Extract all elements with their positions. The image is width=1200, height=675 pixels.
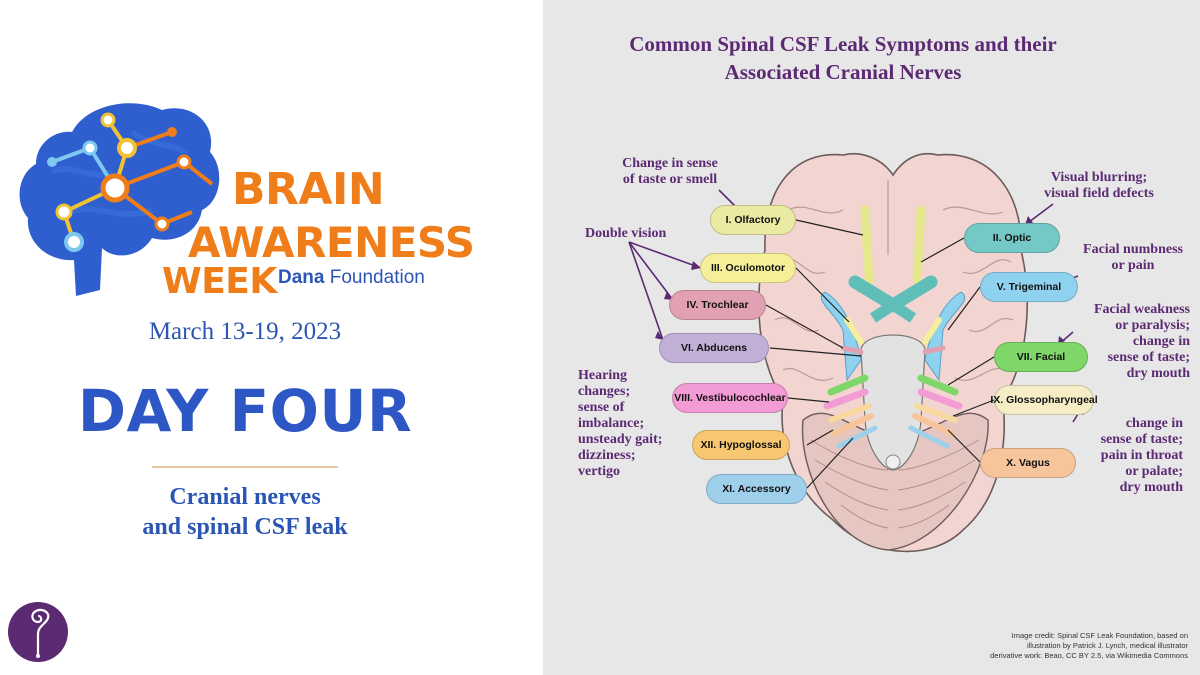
brain-word: BRAIN	[232, 164, 385, 215]
event-dates: March 13-19, 2023	[148, 318, 342, 345]
dana-foundation-wordmark: Dana Foundation	[278, 268, 425, 287]
spinal-csf-leak-foundation-logo	[8, 602, 68, 662]
divider	[152, 466, 338, 468]
symptom-line: sense of	[578, 400, 625, 415]
nerve-label-oculomotor: III. Oculomotor	[700, 253, 796, 283]
awareness-word: AWARENESS	[188, 218, 475, 267]
nerve-label-abducens: VI. Abducens	[659, 333, 769, 363]
diagram-panel: Common Spinal CSF Leak Symptoms and thei…	[543, 0, 1200, 675]
credit-line: illustration by Patrick J. Lynch, medica…	[1026, 641, 1188, 650]
nerve-label-vagus: X. Vagus	[980, 448, 1076, 478]
symptom-line: Facial numbness	[1083, 242, 1183, 257]
symptom-line: Double vision	[585, 226, 667, 241]
nerve-label-accessory: XI. Accessory	[706, 474, 807, 504]
credit-line: Image credit: Spinal CSF Leak Foundation…	[1011, 631, 1188, 640]
subtitle-line: and spinal CSF leak	[142, 514, 348, 540]
symptom-line: of taste or smell	[622, 172, 718, 187]
symptom-visual: Visual blurring; visual field defects	[1029, 170, 1169, 202]
nerve-label-hypoglossal: XII. Hypoglossal	[692, 430, 790, 460]
brain-network-icon	[19, 103, 220, 296]
nerve-label-olfactory: I. Olfactory	[710, 205, 796, 235]
symptom-line: sense of taste;	[1107, 350, 1190, 365]
symptom-line: or paralysis;	[1115, 318, 1190, 333]
symptom-line: changes;	[578, 384, 631, 399]
symptom-line: Hearing	[578, 368, 627, 383]
symptom-line: dizziness;	[578, 448, 636, 463]
symptom-facial-numbness: Facial numbness or pain	[1073, 242, 1193, 274]
symptom-line: dry mouth	[1119, 480, 1183, 495]
symptom-line: change in	[1132, 334, 1190, 349]
symptom-taste-smell: Change in sense of taste or smell	[605, 156, 735, 188]
symptom-line: imbalance;	[578, 416, 645, 431]
diagram-title: Common Spinal CSF Leak Symptoms and thei…	[543, 30, 1143, 86]
dana-word: Dana	[278, 267, 325, 288]
symptom-line: vertigo	[578, 464, 620, 479]
foundation-word: Foundation	[329, 267, 425, 288]
symptom-line: change in	[1125, 416, 1183, 431]
nerve-label-optic: II. Optic	[964, 223, 1060, 253]
branding-panel: BRAIN AWARENESS WEEK Dana Foundation Mar…	[0, 0, 543, 675]
image-credit: Image credit: Spinal CSF Leak Foundation…	[948, 631, 1188, 661]
symptom-line: Change in sense	[622, 156, 718, 171]
symptom-line: Visual blurring;	[1050, 170, 1148, 185]
symptom-double-vision: Double vision	[585, 226, 695, 242]
topic-subtitle: Cranial nerves and spinal CSF leak	[0, 482, 490, 542]
symptom-facial-weakness: Facial weakness or paralysis; change in …	[1063, 302, 1190, 382]
brainstem	[860, 334, 926, 471]
nerve-label-glossopharyngeal: IX. Glossopharyngeal	[990, 385, 1098, 415]
brain-base-illustration	[628, 153, 1084, 553]
symptom-hearing: Hearing changes; sense of imbalance; uns…	[578, 368, 678, 480]
day-label: DAY FOUR	[77, 377, 413, 445]
symptom-line: pain in throat	[1100, 448, 1183, 463]
symptom-line: or palate;	[1125, 464, 1183, 479]
subtitle-line: Cranial nerves	[169, 484, 321, 510]
symptom-line: or pain	[1111, 258, 1155, 273]
nerve-label-vestibulocochlear: VIII. Vestibulocochlear	[672, 383, 788, 413]
nerve-label-trochlear: IV. Trochlear	[669, 290, 766, 320]
symptom-throat: change in sense of taste; pain in throat…	[1063, 416, 1183, 496]
symptom-line: unsteady gait;	[578, 432, 663, 447]
symptom-line: visual field defects	[1044, 186, 1154, 201]
nerve-label-trigeminal: V. Trigeminal	[980, 272, 1078, 302]
symptom-line: Facial weakness	[1093, 302, 1190, 317]
symptom-line: dry mouth	[1126, 366, 1190, 381]
nerve-label-facial: VII. Facial	[994, 342, 1088, 372]
symptom-line: sense of taste;	[1100, 432, 1183, 447]
title-line: Associated Cranial Nerves	[724, 60, 962, 84]
title-line: Common Spinal CSF Leak Symptoms and thei…	[629, 32, 1057, 56]
week-word: WEEK	[162, 261, 277, 302]
credit-line: derivative work: Beao, CC BY 2.5, via Wi…	[990, 651, 1188, 660]
